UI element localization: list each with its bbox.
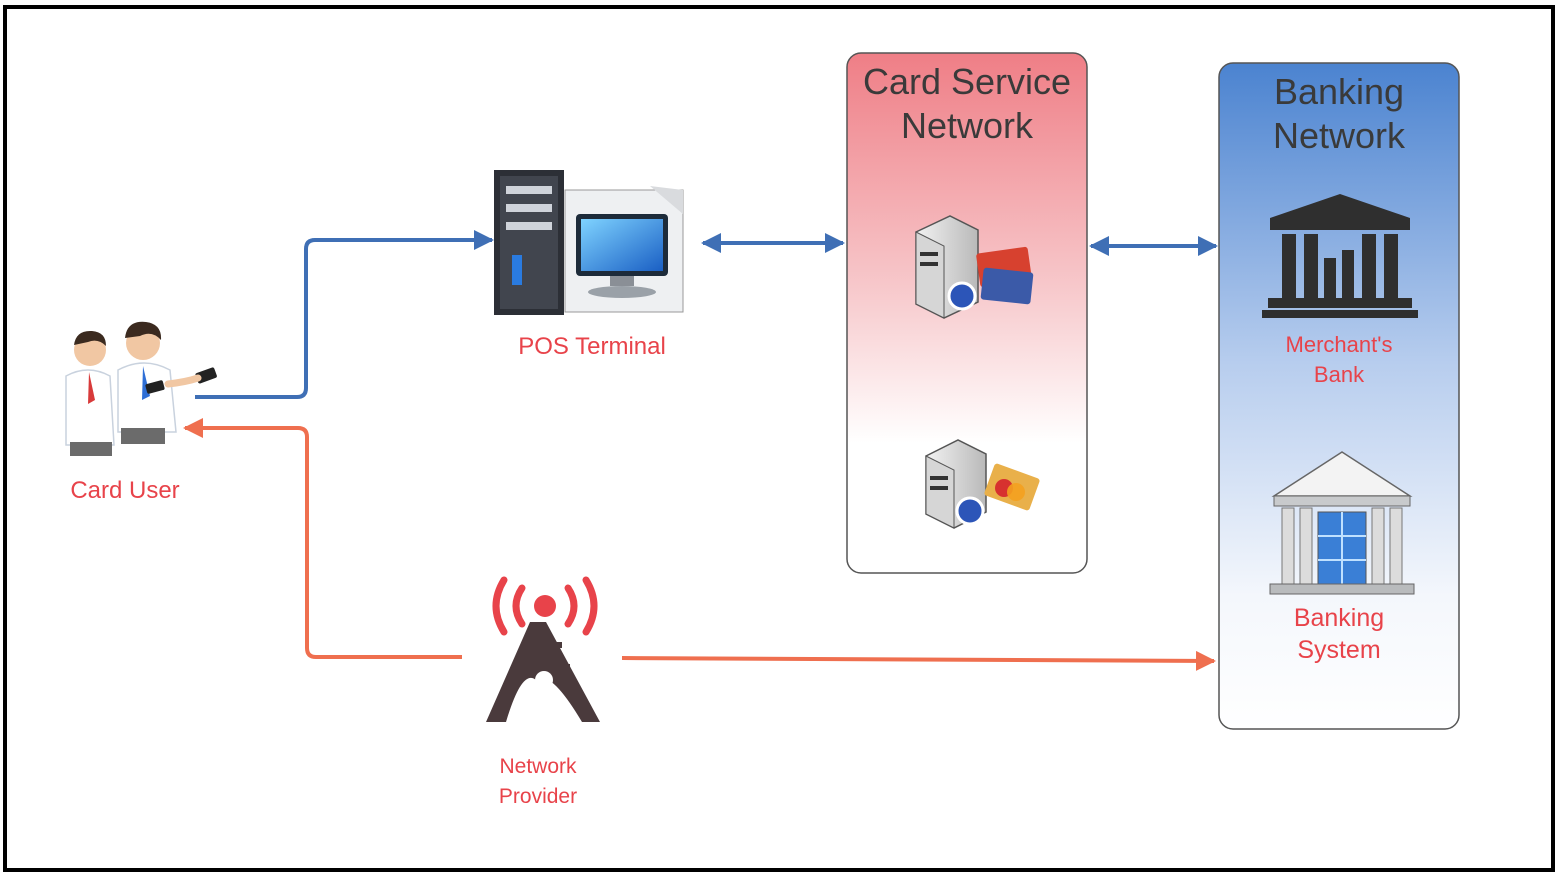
pos-terminal-icon <box>494 170 684 315</box>
card-user-icon <box>65 321 217 456</box>
banking-system-icon <box>1269 451 1415 595</box>
banking-network-title: Banking Network <box>1272 71 1406 156</box>
card-user-label: Card User <box>70 477 180 504</box>
network-provider-label: Network Provider <box>498 755 578 808</box>
merchants-bank-label: Merchant's Bank <box>1285 332 1393 387</box>
network-tower-icon <box>486 576 600 722</box>
provider-to-banking-arrow <box>621 650 1216 671</box>
merchants-bank-icon <box>1262 194 1418 318</box>
card-server-icon-2 <box>925 439 1040 529</box>
provider-to-user-arrow <box>183 418 462 659</box>
user-to-pos-arrow <box>195 230 494 399</box>
card-service-network-title: Card Service Network <box>862 61 1072 146</box>
pos-terminal-label: POS Terminal <box>518 333 666 360</box>
banking-system-label: Banking System <box>1293 604 1385 664</box>
card-server-icon-1 <box>915 215 1034 319</box>
card-service-network-panel <box>846 52 1088 574</box>
